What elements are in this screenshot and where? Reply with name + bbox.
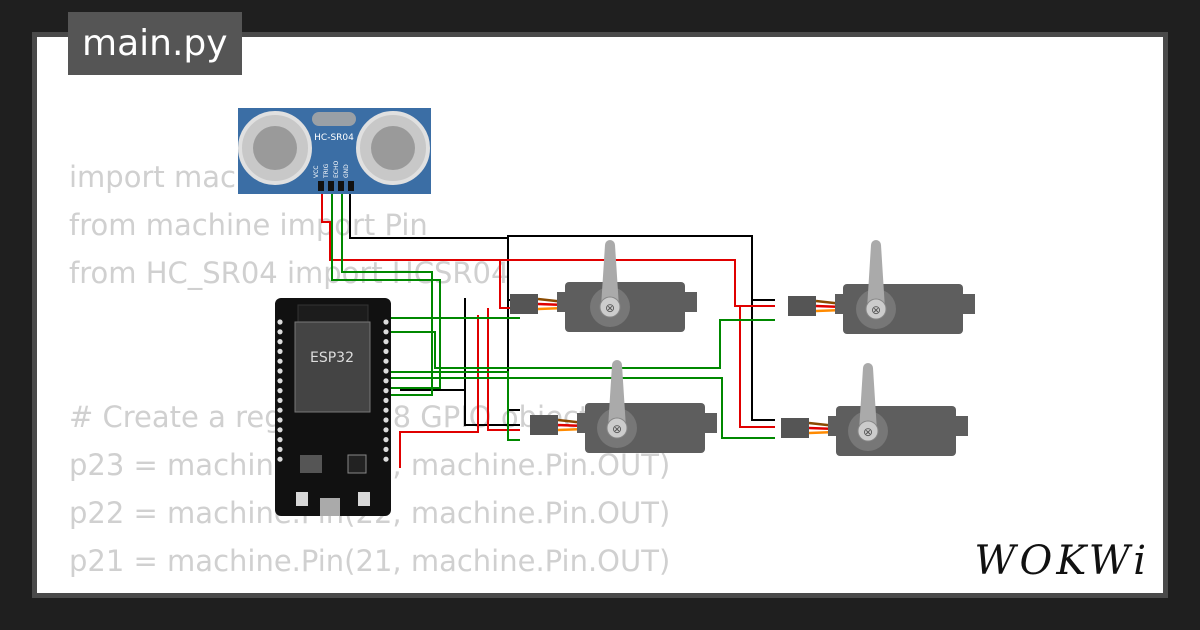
code-line: from machine import Pin	[69, 208, 428, 242]
sensor-pin-trig: TRIG	[323, 163, 330, 179]
wire-servo2-signal	[388, 371, 520, 441]
board-pin	[383, 397, 389, 403]
board-pin	[383, 368, 389, 374]
board-pin	[383, 437, 389, 443]
wires	[321, 188, 775, 468]
board-pin	[383, 446, 389, 452]
board-pin	[277, 417, 283, 423]
servo-shaft-icon: ⊗	[605, 301, 615, 315]
board-usb-port	[320, 498, 340, 516]
board-pin	[383, 339, 389, 345]
servo-shaft	[865, 298, 887, 320]
servo-motors: ⊗ ⊗ ⊗ ⊗	[510, 240, 975, 456]
servo-connector	[510, 294, 538, 314]
servo-shaft	[606, 417, 628, 439]
board-pin	[277, 348, 283, 354]
code-line: p21 = machine.Pin(21, machine.Pin.OUT)	[69, 544, 671, 578]
board-pin	[277, 358, 283, 364]
board-pin	[383, 388, 389, 394]
servo-connector	[530, 415, 558, 435]
wire-vcc-board	[399, 315, 479, 468]
servo-2[interactable]: ⊗	[788, 240, 975, 334]
board-pin	[277, 427, 283, 433]
servo-1[interactable]: ⊗	[510, 240, 697, 332]
board-pin	[383, 319, 389, 325]
servo-horn[interactable]	[601, 240, 619, 307]
sensor-pin-vcc: VCC	[313, 166, 320, 178]
wire-servo4-signal	[388, 377, 775, 439]
sensor-pin-gnd: GND	[343, 164, 350, 178]
sensor-header-pin	[318, 181, 324, 191]
board-pins-right	[383, 319, 389, 462]
board-pin	[277, 437, 283, 443]
board-button-en[interactable]	[358, 492, 370, 506]
hc-sr04-sensor[interactable]: HC-SR04 VCC TRIG ECHO GND	[238, 108, 431, 194]
board-module	[294, 321, 371, 413]
board-pin	[383, 358, 389, 364]
servo-shaft-icon: ⊗	[863, 425, 873, 439]
file-tab[interactable]: main.py	[68, 12, 242, 75]
board-pin	[383, 348, 389, 354]
board-regulator	[300, 455, 322, 473]
board-pin	[277, 388, 283, 394]
servo-horn[interactable]	[608, 360, 626, 428]
sensor-mesh-left	[253, 126, 297, 170]
board-usb-chip	[347, 454, 367, 474]
servo-shaft	[599, 296, 621, 318]
board-pin	[383, 407, 389, 413]
servo-connector	[781, 418, 809, 438]
wire-vcc-servo2	[487, 308, 520, 431]
sensor-label: HC-SR04	[314, 133, 354, 143]
sensor-mesh-right	[371, 126, 415, 170]
board-pin	[383, 417, 389, 423]
code-line: p19 = machine.Pin(19, machine.Pin.OUT)	[69, 585, 670, 593]
board-pin	[277, 456, 283, 462]
wokwi-logo: WOKWi	[974, 538, 1150, 584]
board-pin	[383, 456, 389, 462]
wire-gnd-servo2	[507, 300, 520, 411]
board-pin	[383, 427, 389, 433]
wire-servo3-signal	[388, 319, 775, 369]
wire-gnd-servo4	[751, 300, 775, 421]
board-pin	[277, 339, 283, 345]
wire-vcc	[321, 188, 775, 307]
servo-horn[interactable]	[867, 240, 885, 309]
servo-shaft-icon: ⊗	[612, 422, 622, 436]
board-pin	[383, 329, 389, 335]
board-pin	[277, 329, 283, 335]
sensor-header-pin	[328, 181, 334, 191]
servo-connector	[788, 296, 816, 316]
wire-echo	[341, 188, 433, 396]
servo-3[interactable]: ⊗	[530, 360, 717, 453]
board-antenna	[297, 304, 369, 324]
wire-gnd-servo1	[507, 238, 520, 301]
board-label: ESP32	[310, 350, 354, 366]
servo-horn[interactable]	[859, 363, 877, 431]
sensor-header-pin	[338, 181, 344, 191]
servo-4[interactable]: ⊗	[781, 363, 968, 456]
servo-shaft-icon: ⊗	[871, 303, 881, 317]
sensor-header-pin	[348, 181, 354, 191]
board-pin	[383, 378, 389, 384]
sensor-crystal	[312, 112, 356, 126]
wire-trig	[331, 188, 441, 389]
wire-gnd-board	[400, 298, 466, 391]
board-pins-left	[277, 319, 283, 462]
sensor-pin-echo: ECHO	[333, 161, 340, 178]
servo-shaft	[857, 420, 879, 442]
board-pin	[277, 407, 283, 413]
board-button-boot[interactable]	[296, 492, 308, 506]
board-pin	[277, 397, 283, 403]
wire-gnd	[349, 188, 775, 301]
wire-vcc-servo4	[739, 306, 775, 428]
board-pin	[277, 378, 283, 384]
board-pin	[277, 319, 283, 325]
esp32-board[interactable]: ESP32	[275, 298, 391, 516]
board-pin	[277, 446, 283, 452]
board-pin	[277, 368, 283, 374]
